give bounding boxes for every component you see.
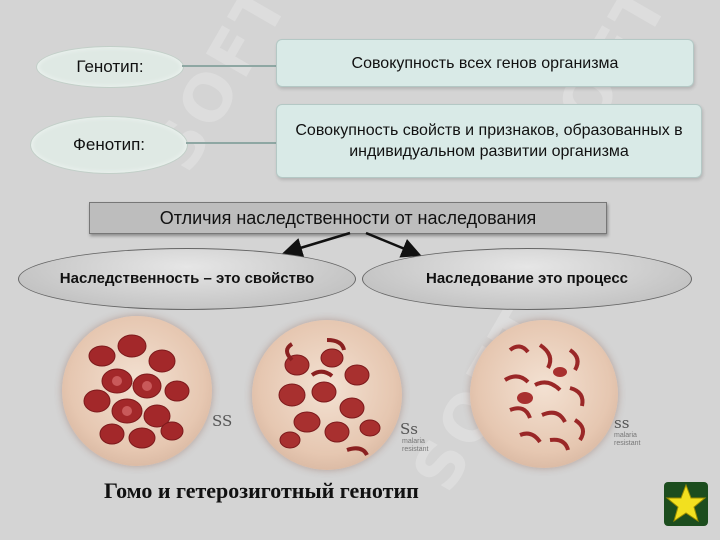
heredity-oval: Наследственность – это свойство [18,248,356,310]
star-icon [664,482,708,526]
red-cells [83,334,190,449]
star-nav-button[interactable] [664,482,708,526]
allele-label: ss [614,414,630,432]
slide-caption: Гомо и гетерозиготный генотип [104,478,419,503]
red-cells [278,338,381,457]
arrow-left [282,231,351,258]
phenotype-connector [186,142,276,144]
allele-label: SS [212,412,233,430]
blood-cells-sickle-image [470,320,618,468]
allele-note: malaria resistant [402,438,429,453]
blood-cells-homozygous-image [62,316,212,466]
genotype-term: Генотип: [36,46,184,88]
arrow-right [365,231,422,258]
allele-note: malaria resistant [614,432,641,447]
genotype-definition: Совокупность всех генов организма [276,39,694,87]
phenotype-term: Фенотип: [30,116,188,174]
phenotype-definition: Совокупность свойств и признаков, образо… [276,104,702,178]
sickle-cells [503,343,586,451]
genotype-connector [182,65,276,67]
differences-banner: Отличия наследственности от наследования [89,202,607,234]
blood-cells-heterozygous-image [252,320,402,470]
allele-label: Ss [400,420,418,438]
inheritance-oval: Наследование это процесс [362,248,692,310]
